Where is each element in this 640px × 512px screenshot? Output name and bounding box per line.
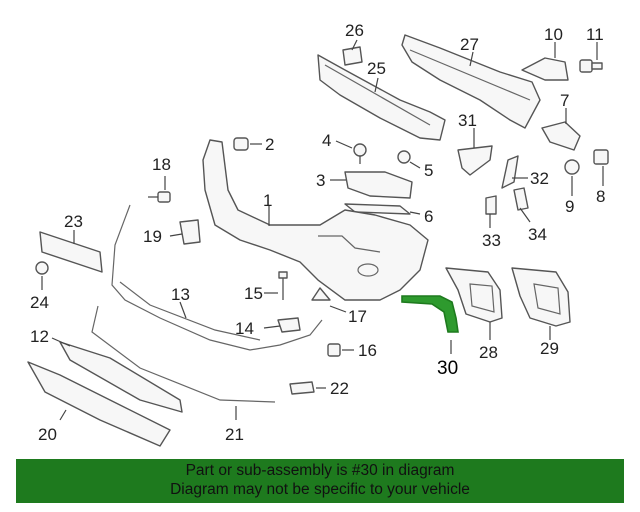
part-27-reinforcement-beam[interactable] <box>401 34 541 129</box>
label-13: 13 <box>171 285 190 304</box>
label-9: 9 <box>565 197 574 216</box>
part-34-clip[interactable] <box>513 187 529 211</box>
label-2: 2 <box>265 135 274 154</box>
label-21: 21 <box>225 425 244 444</box>
label-15: 15 <box>244 284 263 303</box>
part-4-screw[interactable] <box>353 143 367 164</box>
part-18-bolt[interactable] <box>148 191 171 203</box>
label-1: 1 <box>263 191 272 210</box>
label-34: 34 <box>528 225 547 244</box>
label-7: 7 <box>560 91 569 110</box>
part-15-bolt[interactable] <box>278 271 288 300</box>
label-32: 32 <box>530 169 549 188</box>
part-13-lower-cover[interactable] <box>111 204 323 351</box>
label-11: 11 <box>586 25 604 44</box>
part-5-screw[interactable] <box>397 150 411 164</box>
label-18: 18 <box>152 155 171 174</box>
part-31-bracket[interactable] <box>457 145 493 176</box>
banner-line-2: Diagram may not be specific to your vehi… <box>170 481 470 498</box>
label-22: 22 <box>330 379 349 398</box>
part-21-strip[interactable] <box>91 305 276 403</box>
label-6: 6 <box>424 207 433 226</box>
label-3: 3 <box>316 171 325 190</box>
part-26-clip[interactable] <box>342 46 363 66</box>
part-32-bracket[interactable] <box>501 155 519 189</box>
banner-line-1: Part or sub-assembly is #30 in diagram <box>185 462 455 479</box>
part-14-bracket[interactable] <box>277 317 301 333</box>
label-33: 33 <box>482 231 501 250</box>
label-4: 4 <box>322 131 331 150</box>
label-14: 14 <box>235 319 254 338</box>
label-30: 30 <box>437 358 458 379</box>
label-23: 23 <box>64 212 83 231</box>
part-12-grille[interactable] <box>59 341 183 413</box>
part-28-fog-light-cover[interactable] <box>445 267 503 323</box>
part-33-clip[interactable] <box>485 195 497 215</box>
part-8-bolt[interactable] <box>593 149 609 165</box>
label-17: 17 <box>348 307 367 326</box>
callout-labels: 26 25 27 10 11 7 31 2 4 3 5 6 1 32 8 9 3… <box>30 21 605 444</box>
label-27: 27 <box>460 35 479 54</box>
part-19-sensor[interactable] <box>179 219 201 245</box>
label-25: 25 <box>367 59 386 78</box>
part-6-strip[interactable] <box>344 203 411 215</box>
label-16: 16 <box>358 341 377 360</box>
part-10-bracket[interactable] <box>521 57 569 81</box>
part-2-clip[interactable] <box>233 137 249 151</box>
label-8: 8 <box>596 187 605 206</box>
part-29-fog-light-cover[interactable] <box>511 267 571 327</box>
label-5: 5 <box>424 161 433 180</box>
part-22-clip[interactable] <box>289 381 315 395</box>
label-19: 19 <box>143 227 162 246</box>
part-24-clip[interactable] <box>35 261 49 275</box>
label-29: 29 <box>540 339 559 358</box>
part-3-bracket[interactable] <box>344 171 413 199</box>
part-25-absorber[interactable] <box>317 54 446 141</box>
part-20-lower-grille[interactable] <box>27 361 171 447</box>
label-12: 12 <box>30 327 49 346</box>
part-11-bolt[interactable] <box>579 59 603 73</box>
label-10: 10 <box>544 25 563 44</box>
parts-diagram: 26 25 27 10 11 7 31 2 4 3 5 6 1 32 8 9 3… <box>27 21 609 447</box>
part-1-bumper-cover[interactable] <box>202 139 429 301</box>
label-26: 26 <box>345 21 364 40</box>
label-28: 28 <box>479 343 498 362</box>
part-23-license-bracket[interactable] <box>39 231 103 273</box>
label-31: 31 <box>458 111 477 130</box>
label-20: 20 <box>38 425 57 444</box>
part-9-nut[interactable] <box>564 159 580 175</box>
part-30-fog-light-trim[interactable] <box>401 295 459 333</box>
info-banner: Part or sub-assembly is #30 in diagram D… <box>16 459 624 503</box>
part-17-bracket[interactable] <box>311 287 331 301</box>
leader-lines <box>41 39 604 421</box>
label-24: 24 <box>30 293 49 312</box>
part-7-bracket[interactable] <box>541 121 581 151</box>
part-16-bolt[interactable] <box>327 343 341 357</box>
